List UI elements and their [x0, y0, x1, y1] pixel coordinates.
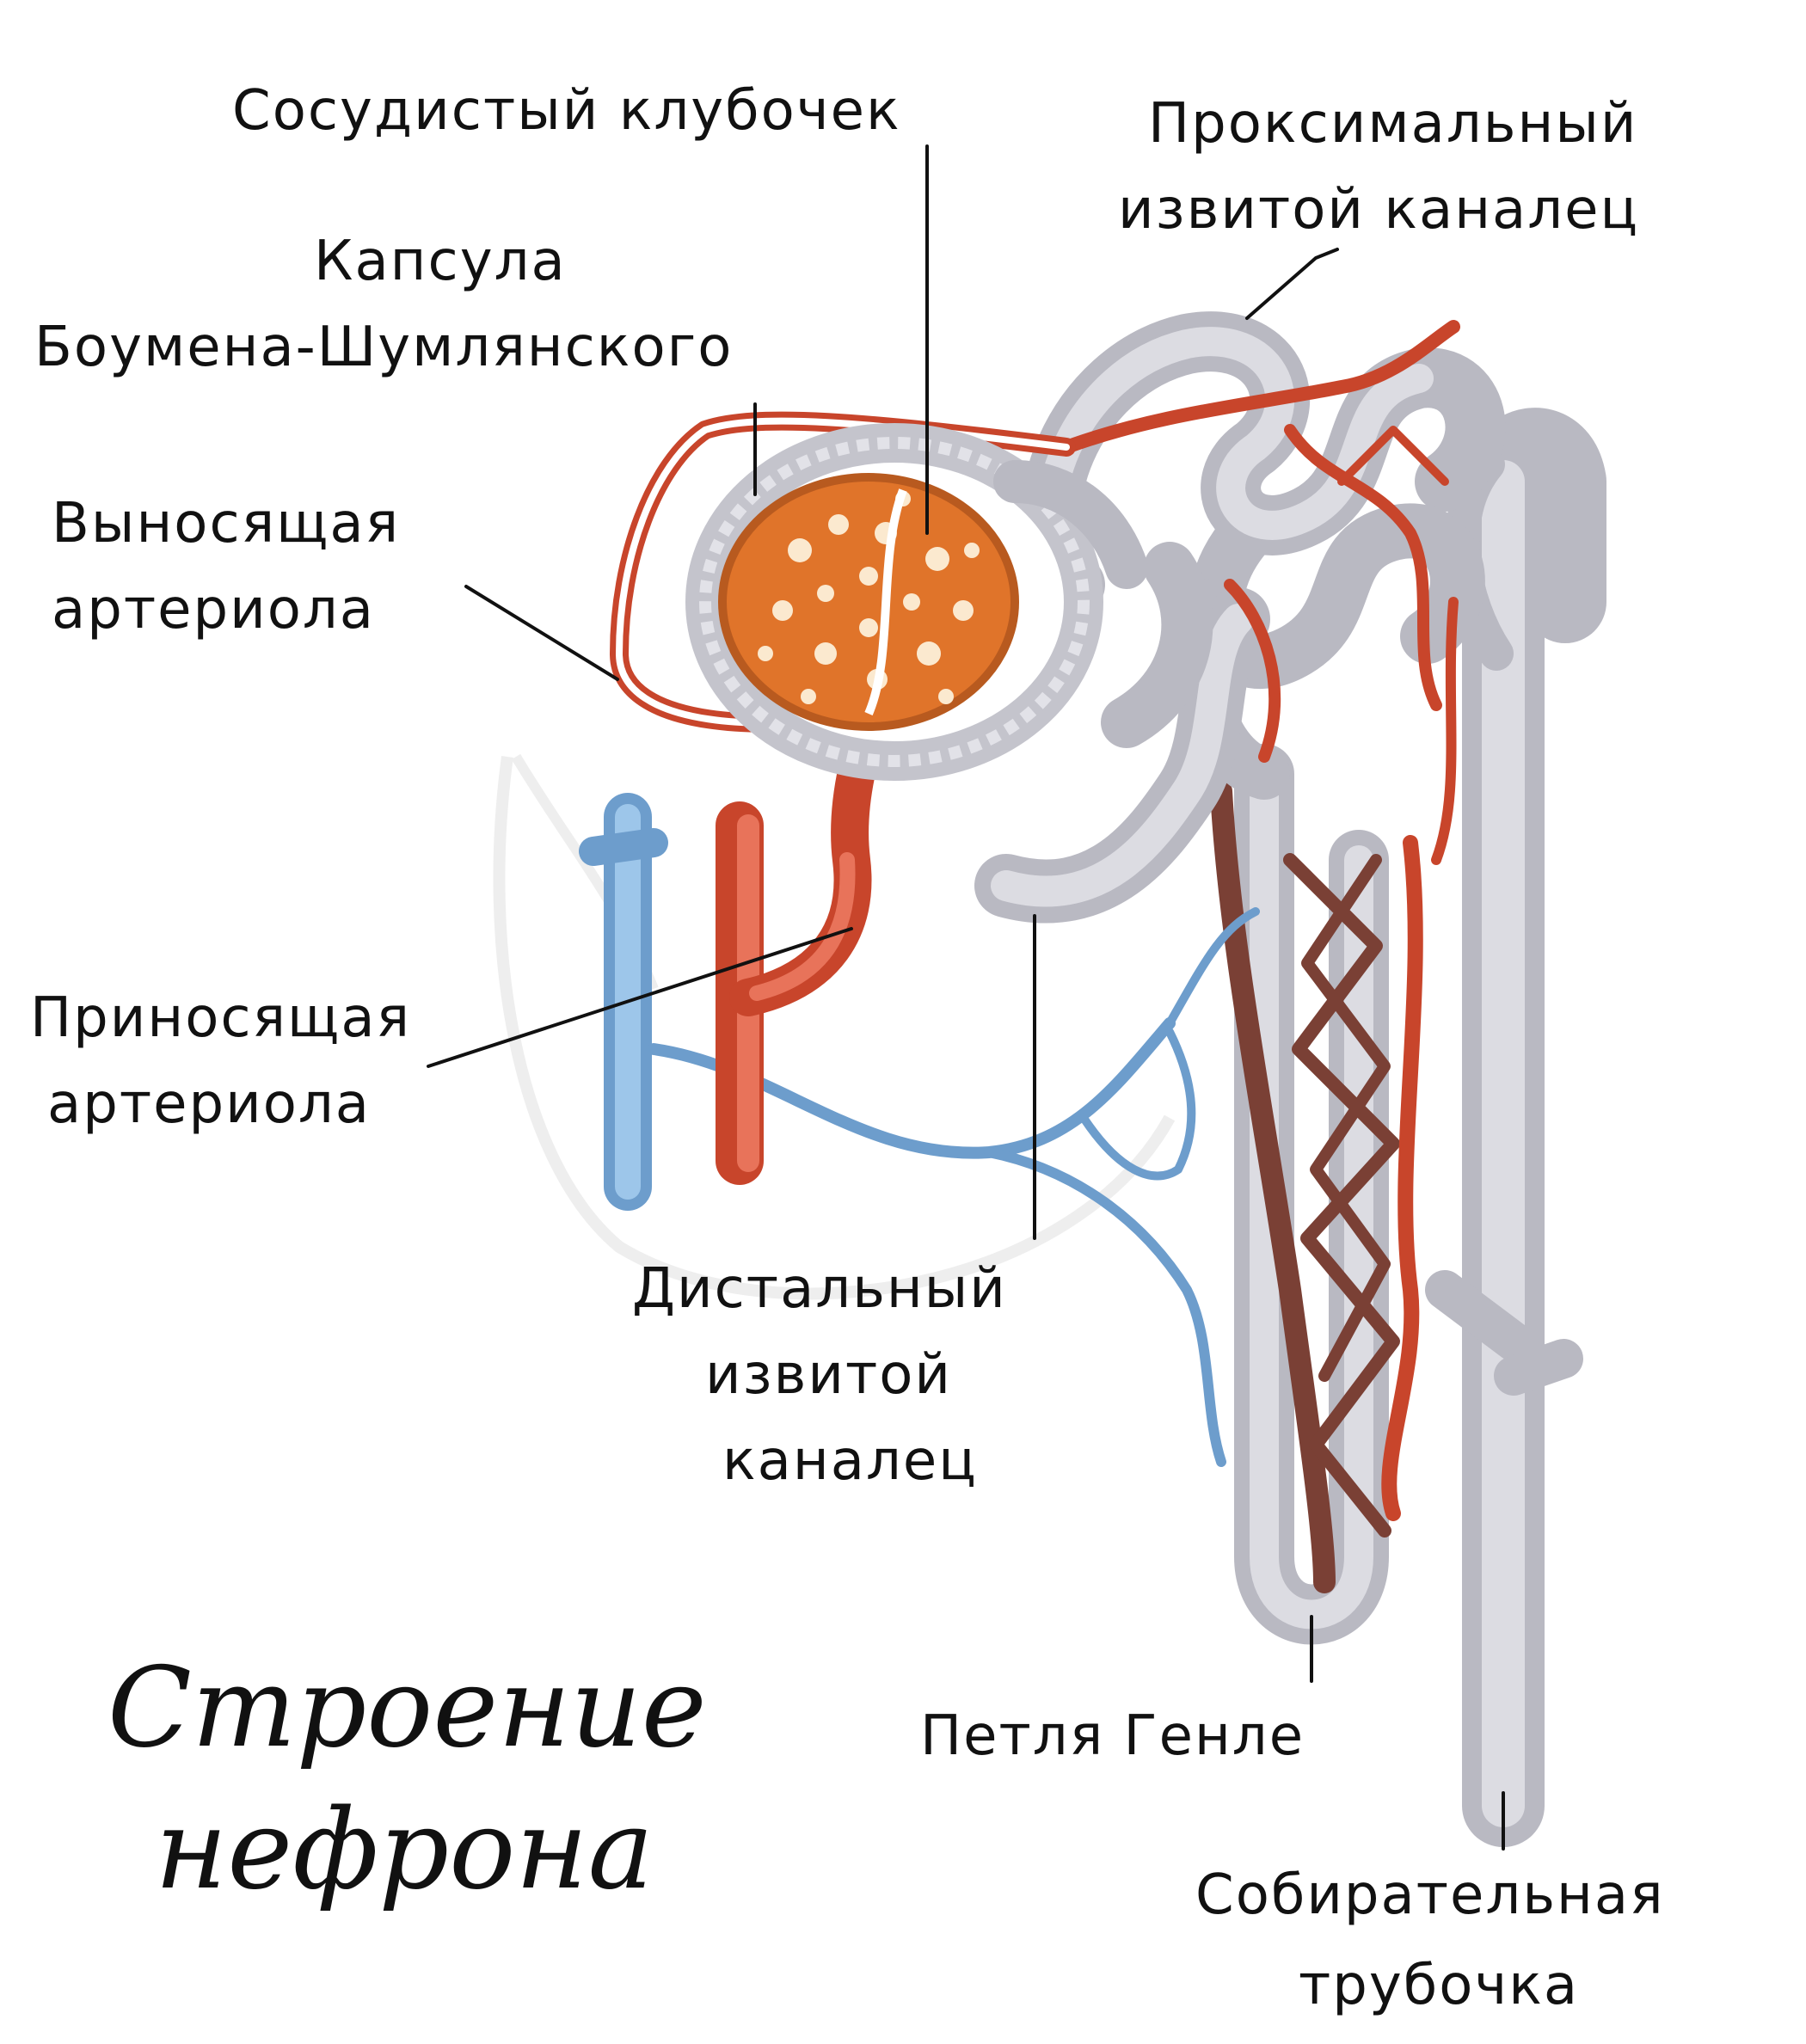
label-distal-line3: каналец	[722, 1429, 978, 1493]
label-henle: Петля Генле	[920, 1704, 1305, 1768]
title-line1: Строение	[108, 1644, 707, 1772]
label-distal-line2: извитой	[705, 1343, 952, 1407]
label-afferent-line1: Приносящая	[30, 986, 411, 1050]
label-afferent-line2: артериола	[47, 1072, 371, 1136]
label-capsule-line1: Капсула	[314, 230, 567, 293]
collecting-duct	[1445, 449, 1565, 1806]
title-line2: нефрона	[155, 1786, 654, 1914]
label-collecting-line1: Собирательная	[1195, 1863, 1665, 1927]
label-efferent-line1: Выносящая	[52, 492, 400, 556]
label-efferent-line2: артериола	[52, 578, 375, 641]
label-proximal-line2: извитой каналец	[1118, 178, 1639, 242]
label-proximal-line1: Проксимальный	[1148, 92, 1637, 156]
glomerulus	[722, 477, 1015, 727]
label-glomerulus: Сосудистый клубочек	[232, 79, 901, 143]
label-capsule-line2: Боумена-Шумлянского	[34, 316, 733, 379]
label-distal-line1: Дистальный	[632, 1257, 1007, 1321]
label-collecting-line2: трубочка	[1299, 1954, 1579, 2017]
